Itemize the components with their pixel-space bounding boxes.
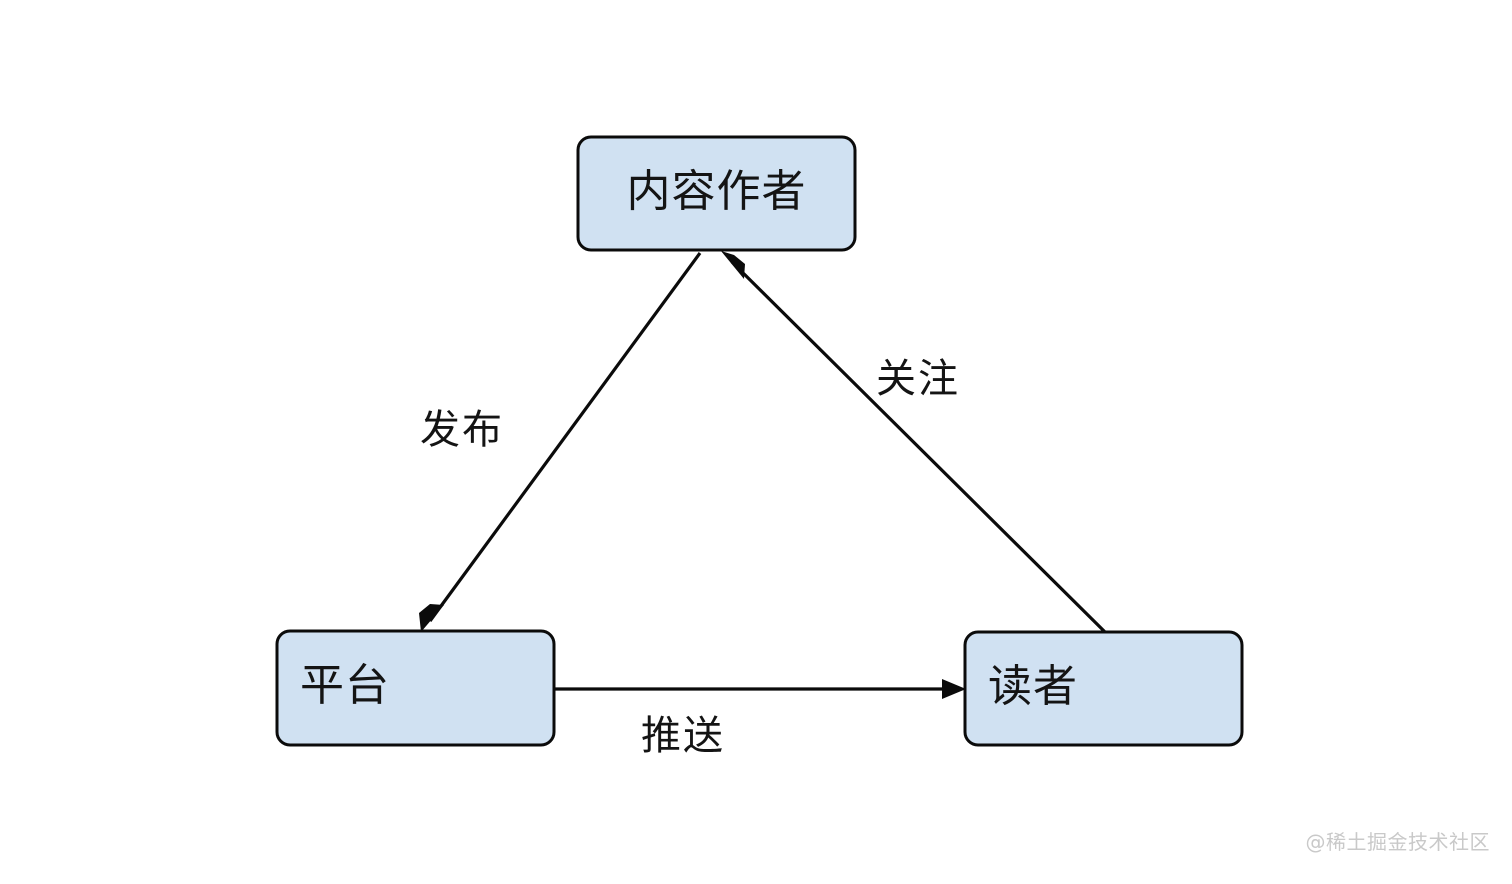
edge-push	[554, 679, 966, 699]
node-platform-label: 平台	[300, 660, 390, 711]
node-platform-box[interactable]	[275, 629, 556, 747]
node-reader-box[interactable]	[963, 630, 1244, 747]
edge-push-label: 推送	[641, 713, 725, 759]
edge-publish-line	[428, 252, 702, 622]
edge-follow-label: 关注	[876, 356, 960, 402]
edge-publish-label: 发布	[420, 407, 504, 453]
edge-push-arrowhead	[942, 679, 966, 699]
node-content-author-label: 内容作者	[626, 166, 807, 217]
edge-follow-arrowhead	[721, 251, 745, 279]
edge-publish	[419, 252, 702, 632]
watermark: @稀土掘金技术社区	[1305, 830, 1490, 854]
node-content-author-box[interactable]	[576, 135, 857, 252]
edge-follow	[721, 251, 1107, 634]
edge-publish-arrowhead	[419, 604, 444, 632]
edge-follow-line	[730, 260, 1107, 634]
node-reader-label: 读者	[988, 661, 1078, 712]
